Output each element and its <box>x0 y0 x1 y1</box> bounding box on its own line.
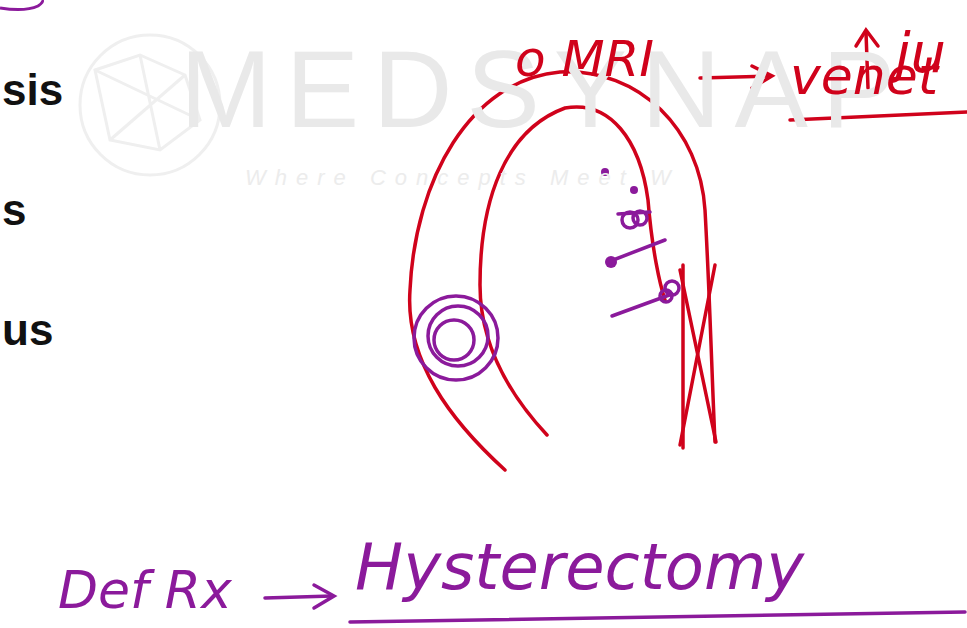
label-holder: sis <box>2 66 63 114</box>
label-holder: venet <box>790 48 938 105</box>
handwritten-note: Def Rx <box>58 562 232 619</box>
watermark-tagline: Where Concepts Meet W <box>245 166 680 190</box>
slide-text: us <box>2 306 53 354</box>
pen-stroke <box>0 0 43 10</box>
handwritten-note: o MRI <box>515 32 654 87</box>
label-holder: Def Rx <box>58 562 232 619</box>
fibroid-markings <box>414 211 679 380</box>
label-holder: Where Concepts Meet W <box>245 166 680 190</box>
handwritten-note: venet <box>790 48 938 105</box>
slide-text: s <box>2 186 26 234</box>
label-holder: s <box>2 186 26 234</box>
label-holder: o MRI <box>515 32 654 87</box>
handwritten-heading: Hysterectomy <box>355 532 804 602</box>
label-holder: us <box>2 306 53 354</box>
slide-text: sis <box>2 66 63 114</box>
label-holder: Hysterectomy <box>355 532 804 602</box>
